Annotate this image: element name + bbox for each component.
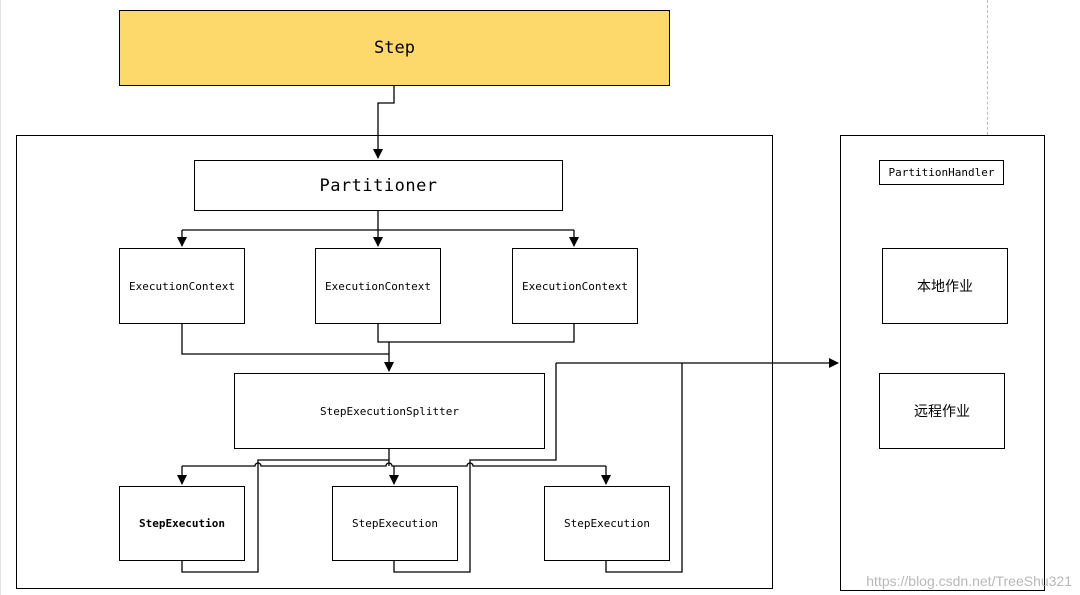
- partition-step-frame: [16, 135, 773, 589]
- page-edge-rule: [0, 0, 1, 595]
- local-job-label: 本地作业: [917, 279, 973, 295]
- dashed-guide-line: [987, 0, 988, 135]
- splitter-label: StepExecutionSplitter: [319, 404, 460, 418]
- step-execution-node-2: StepExecution: [332, 486, 458, 561]
- step-execution-splitter-node: StepExecutionSplitter: [234, 373, 545, 449]
- edge-execution-bus: [182, 462, 606, 467]
- step-execution-label: StepExecution: [563, 517, 651, 530]
- edge-execution3-to-handler: [605, 363, 683, 573]
- execution-context-node-2: ExecutionContext: [315, 248, 441, 324]
- edge-execution1-to-handler: [181, 459, 389, 573]
- edge-context1-to-splitter: [181, 324, 389, 355]
- watermark-text: https://blog.csdn.net/TreeShu321: [866, 573, 1072, 589]
- step-execution-node-3: StepExecution: [544, 486, 670, 561]
- execution-context-node-3: ExecutionContext: [512, 248, 638, 324]
- partition-handler-label-box: PartitionHandler: [879, 160, 1004, 185]
- partition-handler-label: PartitionHandler: [888, 166, 995, 179]
- remote-job-label: 远程作业: [914, 404, 970, 420]
- partition-handler-frame: [840, 135, 1045, 591]
- execution-context-label: ExecutionContext: [325, 279, 431, 293]
- remote-job-node: 远程作业: [879, 373, 1005, 449]
- execution-context-label: ExecutionContext: [522, 279, 628, 293]
- step-execution-label: StepExecution: [138, 517, 226, 530]
- step-execution-label: StepExecution: [351, 517, 439, 530]
- partitioner-label: Partitioner: [319, 175, 438, 196]
- execution-context-label: ExecutionContext: [129, 279, 235, 293]
- edge-step-to-partitioner: [373, 86, 395, 159]
- edge-context3-to-splitter: [389, 324, 575, 343]
- local-job-node: 本地作业: [882, 248, 1008, 324]
- execution-context-node-1: ExecutionContext: [119, 248, 245, 324]
- edge-context2-to-splitter: [377, 324, 389, 343]
- step-execution-node-1: StepExecution: [119, 486, 245, 561]
- edge-execution2-to-handler: [393, 363, 557, 573]
- step-node: Step: [119, 10, 670, 86]
- partitioner-node: Partitioner: [194, 160, 563, 211]
- step-label: Step: [374, 38, 415, 58]
